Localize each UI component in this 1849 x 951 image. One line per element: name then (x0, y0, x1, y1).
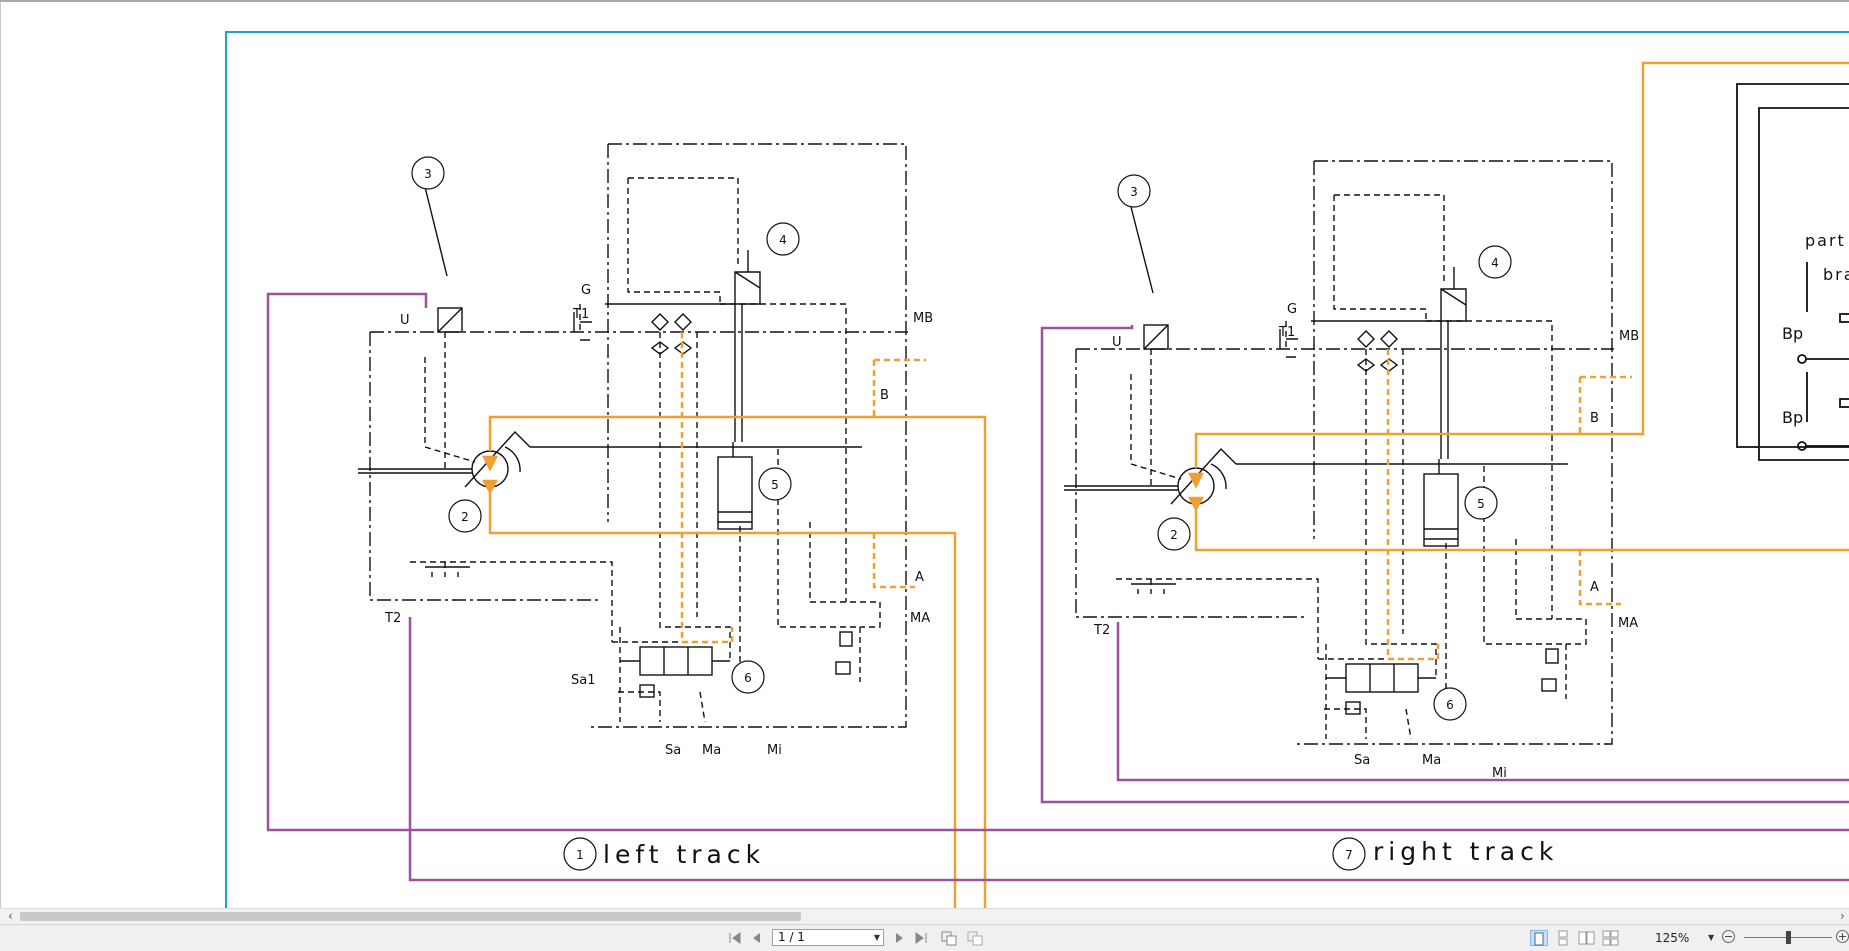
left-port-labels: U G T1 MB B A MA T2 Sa1 Sa Ma Mi (384, 283, 933, 758)
right-callout-numbers: 3 4 2 5 6 7 (1130, 185, 1499, 862)
right-port-labels: U G T1 MB B A MA T2 Sa Ma Mi (1093, 302, 1639, 781)
left-port-ma-small: Ma (702, 743, 721, 758)
left-callout-6: 6 (744, 671, 752, 685)
right-pump-housing (1075, 348, 1614, 618)
zoom-in-icon[interactable]: + (1836, 930, 1849, 943)
right-port-t2: T2 (1093, 623, 1110, 638)
left-track-circuit (358, 143, 908, 728)
zoom-out-icon[interactable]: − (1722, 930, 1735, 943)
left-purple-lines (266, 292, 1849, 882)
facing-view-button[interactable] (1578, 930, 1596, 946)
left-port-sa1: Sa1 (571, 673, 596, 688)
facing-continuous-view-button[interactable] (1602, 930, 1620, 946)
facing-continuous-icon (1602, 930, 1619, 946)
right-port-ma: MA (1618, 616, 1638, 631)
continuous-page-icon (1558, 930, 1568, 946)
left-port-mb: MB (913, 311, 933, 326)
right-callout-2: 2 (1170, 528, 1178, 542)
prev-page-button[interactable] (748, 930, 766, 946)
scroll-left-arrow[interactable]: ‹ (8, 909, 13, 923)
single-page-icon (1534, 932, 1544, 946)
right-callout-3: 3 (1130, 185, 1138, 199)
copy-view-icon (941, 931, 957, 946)
left-port-t2: T2 (384, 611, 401, 626)
left-port-mi: Mi (767, 743, 782, 758)
split-view-icon (967, 931, 983, 946)
left-callout-5: 5 (771, 478, 779, 492)
facing-pages-icon (1578, 931, 1595, 945)
right-callout-6: 6 (1446, 698, 1454, 712)
left-pump-housing (369, 331, 908, 601)
partial-box-port-bp-2: Bp (1782, 408, 1803, 427)
right-track-title: right track (1373, 837, 1558, 866)
hydraulic-schematic: 3 4 2 5 6 1 U G T1 MB B A MA T2 Sa1 Sa M… (225, 31, 1849, 908)
right-port-t1: T1 (1278, 325, 1295, 340)
split-view-button[interactable] (966, 930, 984, 946)
page-indicator: 1 / 1 (778, 930, 805, 944)
scrollbar-thumb[interactable] (20, 912, 801, 921)
next-page-button[interactable] (890, 930, 908, 946)
partial-box-text-1: part (1805, 231, 1846, 250)
last-page-icon (915, 932, 927, 944)
partial-box-text-2: bra (1823, 265, 1849, 284)
right-port-mb: MB (1619, 329, 1639, 344)
horizontal-scrollbar[interactable]: ‹ › (0, 908, 1849, 924)
left-port-t1: T1 (572, 307, 589, 322)
left-port-u: U (400, 313, 410, 328)
right-callout-5: 5 (1477, 497, 1485, 511)
first-page-icon (729, 932, 741, 944)
right-port-sa: Sa (1354, 753, 1370, 768)
left-callout-4: 4 (779, 233, 787, 247)
left-callout-3: 3 (424, 167, 432, 181)
scroll-right-arrow[interactable]: › (1840, 909, 1845, 923)
continuous-view-button[interactable] (1554, 930, 1572, 946)
single-page-view-button[interactable] (1530, 930, 1548, 946)
left-motor-housing (590, 143, 907, 728)
right-port-ma-small: Ma (1422, 753, 1441, 768)
left-title-number: 1 (576, 848, 584, 862)
zoom-chevron-down-icon[interactable]: ▼ (1708, 933, 1715, 942)
page-number-box[interactable]: 1 / 1 ▼ (772, 929, 884, 946)
zoom-level[interactable]: 125% (1655, 931, 1690, 945)
first-page-button[interactable] (726, 930, 744, 946)
left-port-a: A (915, 570, 924, 585)
view-options-button[interactable] (940, 930, 958, 946)
left-callout-numbers: 3 4 2 5 6 1 (424, 167, 787, 862)
right-track-circuit (1064, 160, 1614, 745)
partial-box-port-bp-1: Bp (1782, 324, 1803, 343)
next-page-icon (896, 933, 903, 943)
right-port-b: B (1590, 411, 1599, 426)
right-title-number: 7 (1345, 848, 1353, 862)
partial-brake-box (1736, 83, 1849, 461)
left-port-ma: MA (910, 611, 930, 626)
right-port-u: U (1112, 335, 1122, 350)
prev-page-icon (753, 933, 760, 943)
right-callout-4: 4 (1491, 256, 1499, 270)
left-port-g: G (581, 283, 591, 298)
viewport-left-edge (0, 2, 1, 908)
right-orange-lines (1187, 61, 1849, 661)
left-port-sa: Sa (665, 743, 681, 758)
chevron-down-icon[interactable]: ▼ (873, 933, 880, 942)
right-purple-lines (1040, 325, 1849, 804)
left-orange-lines (481, 332, 987, 908)
right-motor-housing (1296, 160, 1613, 745)
left-callout-2: 2 (461, 510, 469, 524)
right-callouts (1117, 174, 1512, 871)
page-frame (225, 31, 1849, 908)
status-bar: 1 / 1 ▼ 125% ▼ − + (0, 924, 1849, 951)
left-port-b: B (880, 388, 889, 403)
last-page-button[interactable] (912, 930, 930, 946)
right-port-g: G (1287, 302, 1297, 317)
left-track-title: left track (603, 840, 765, 869)
right-port-mi: Mi (1492, 766, 1507, 781)
right-port-a: A (1590, 580, 1599, 595)
left-callouts (411, 156, 800, 871)
zoom-slider-thumb[interactable] (1786, 931, 1791, 944)
document-viewport[interactable]: 3 4 2 5 6 1 U G T1 MB B A MA T2 Sa1 Sa M… (0, 0, 1849, 908)
